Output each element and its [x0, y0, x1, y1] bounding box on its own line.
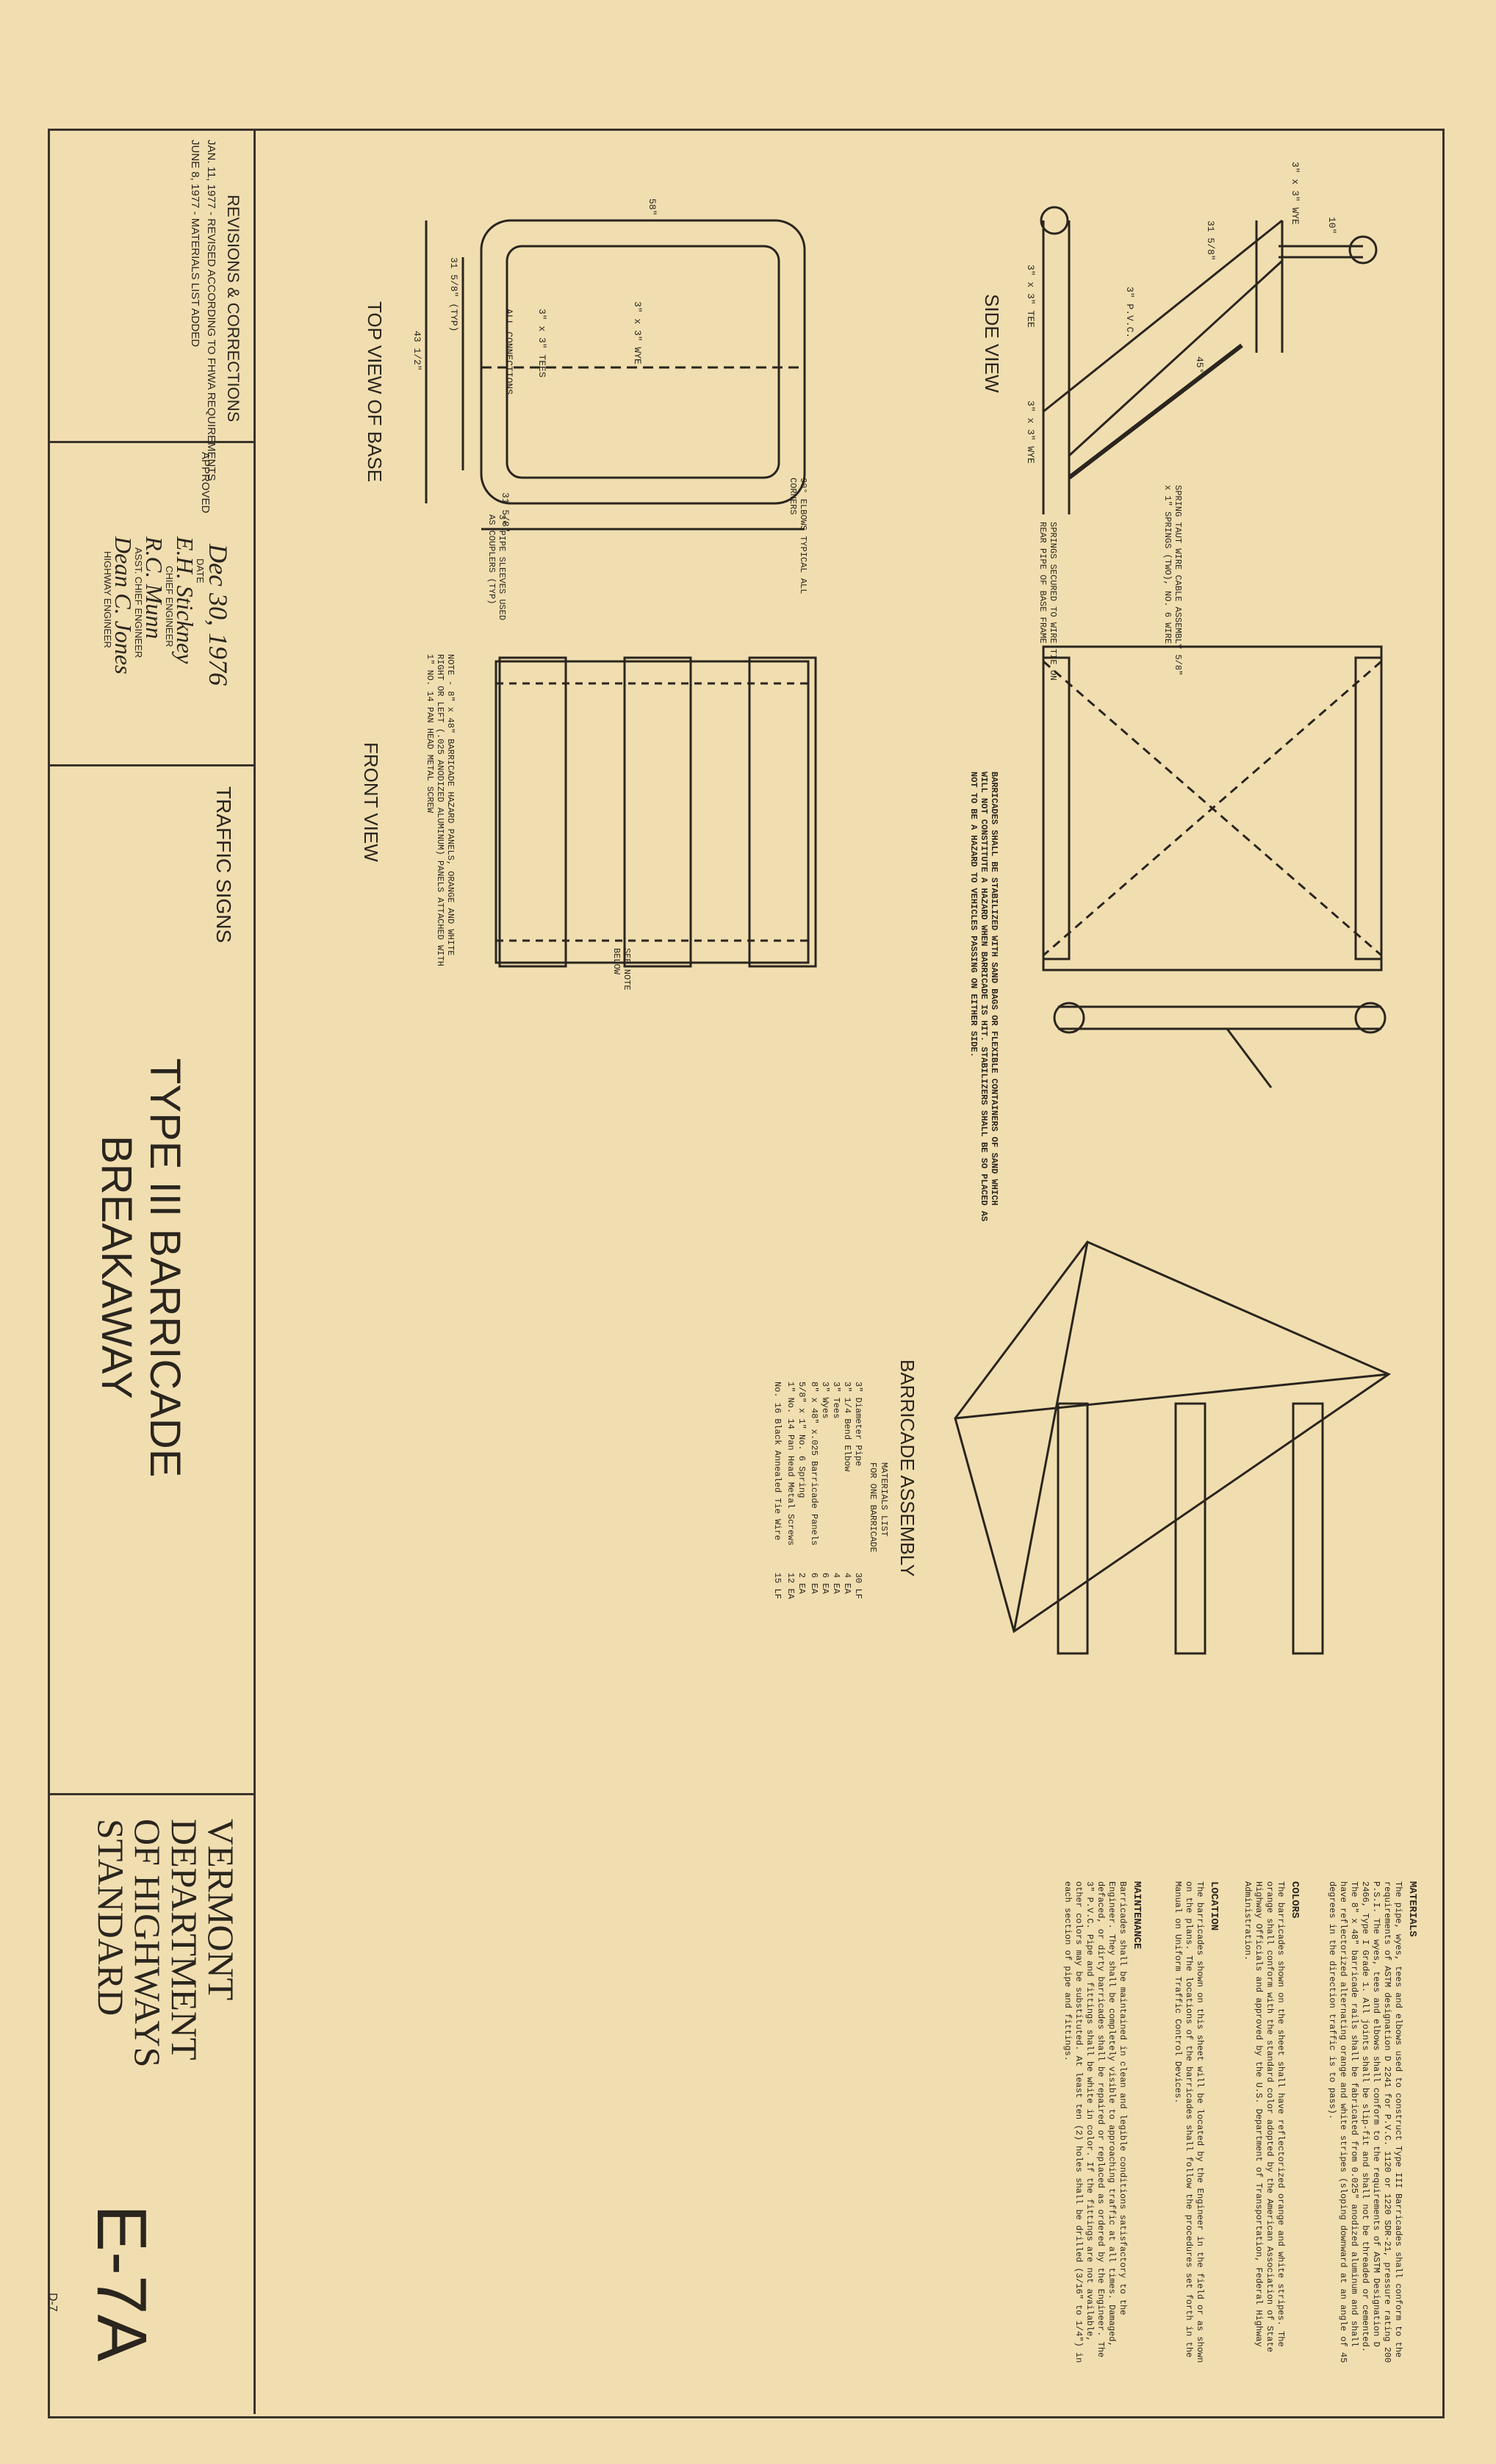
side-view-drawing [1040, 206, 1378, 514]
drawing-border [48, 129, 1445, 2418]
top-view-label: TOP VIEW OF BASE [364, 301, 386, 483]
side-callout: 3" x 3" WYE [1290, 162, 1301, 225]
side-callout: SPRING TAUT WIRE CABLE ASSEMBLY 5/8" x 1… [1162, 485, 1183, 676]
material-item: 3" 1/4 Bend Elbow [842, 1382, 852, 1472]
front-view-label: FRONT VIEW [360, 742, 382, 862]
material-item: 3" Tees [831, 1382, 841, 1419]
title-block-divider [253, 129, 256, 2414]
side-callout: 10" [1326, 217, 1337, 234]
front-view-drawing [1042, 645, 1383, 971]
title-block-divider [48, 764, 253, 766]
panel-note: NOTE - 8" x 48" BARRICADE HAZARD PANELS,… [425, 654, 456, 966]
spec-heading: MAINTENANCE [1131, 1881, 1143, 1950]
top-callout: 58" [647, 198, 658, 216]
title-block-divider [48, 1793, 253, 1795]
side-callout: SPRINGS SECURED TO WIRE TIE ON REAR PIPE… [1038, 522, 1058, 681]
material-item: 1" No. 14 Pan Head Metal Screws [785, 1382, 796, 1546]
side-callout: 45° [1194, 356, 1205, 374]
material-qty: 6 EA [809, 1573, 819, 1594]
material-item: 3" Diameter Pipe [853, 1382, 863, 1467]
title-block-divider [48, 441, 253, 443]
top-callout: 43 1/2" [411, 331, 422, 371]
side-callout: 31 5/8" [1205, 220, 1216, 261]
spec-body: The barricades shown on this sheet will … [1173, 1881, 1205, 2363]
top-view-drawing [425, 219, 806, 531]
top-callout: 3" x 3" WYE [632, 301, 643, 364]
material-item: No. 16 Black Annealed Tie Wire [772, 1382, 783, 1541]
top-callout: ALL CONNECTIONS [503, 309, 514, 395]
material-item: 5/8" x 1" No. 6 Spring [796, 1382, 807, 1498]
materials-subheading: FOR ONE BARRICADE [868, 1462, 878, 1553]
material-item: 3" Wyes [820, 1382, 830, 1419]
side-view-label: SIDE VIEW [981, 294, 1003, 393]
spec-heading: MATERIALS [1406, 1881, 1418, 1937]
material-qty: 30 LF [853, 1573, 863, 1600]
material-qty: 4 EA [831, 1573, 841, 1594]
top-callout: 31 5/8" (TYP) [448, 257, 459, 332]
spec-body: The pipe, wyes, tees and elbows used to … [1327, 1881, 1403, 2363]
base-front-view-drawing [495, 656, 817, 968]
material-qty: 15 LF [772, 1573, 783, 1600]
assembly-label: BARRICADE ASSEMBLY [896, 1359, 918, 1577]
side-callout: 3" P.V.C. [1124, 287, 1135, 339]
material-qty: 4 EA [842, 1573, 852, 1594]
top-callout: 3" x 3" TEES [536, 309, 547, 378]
spec-body: The barricades shown on the sheet shall … [1243, 1881, 1286, 2352]
side-callout: 3" x 3" TEE [1025, 265, 1036, 328]
material-qty: 2 EA [796, 1573, 807, 1594]
spec-body: Barricades shall be maintained in clean … [1062, 1881, 1128, 2363]
spec-heading: COLORS [1289, 1881, 1301, 1919]
materials-heading: MATERIALS LIST [879, 1462, 889, 1537]
stabilize-note: BARRICADES SHALL BE STABILIZED WITH SAND… [968, 772, 999, 1222]
assembly-isometric-drawing [954, 1240, 1392, 1655]
material-item: 8" x 48" x.025 Barricade Panels [809, 1382, 819, 1546]
side-callout: 3" x 3" WYE [1025, 401, 1036, 464]
side-detail-drawing [1053, 1002, 1387, 1088]
top-callout: 3" PIPE SLEEVES USED AS COUPLERS (TYP) [486, 514, 507, 621]
spec-heading: LOCATION [1208, 1881, 1220, 1931]
see-note-callout: SEE NOTE BELOW [611, 948, 632, 991]
material-qty: 6 EA [820, 1573, 830, 1594]
top-callout: 90° ELBOWS TYPICAL ALL CORNERS [788, 478, 808, 595]
material-qty: 12 EA [785, 1573, 796, 1600]
